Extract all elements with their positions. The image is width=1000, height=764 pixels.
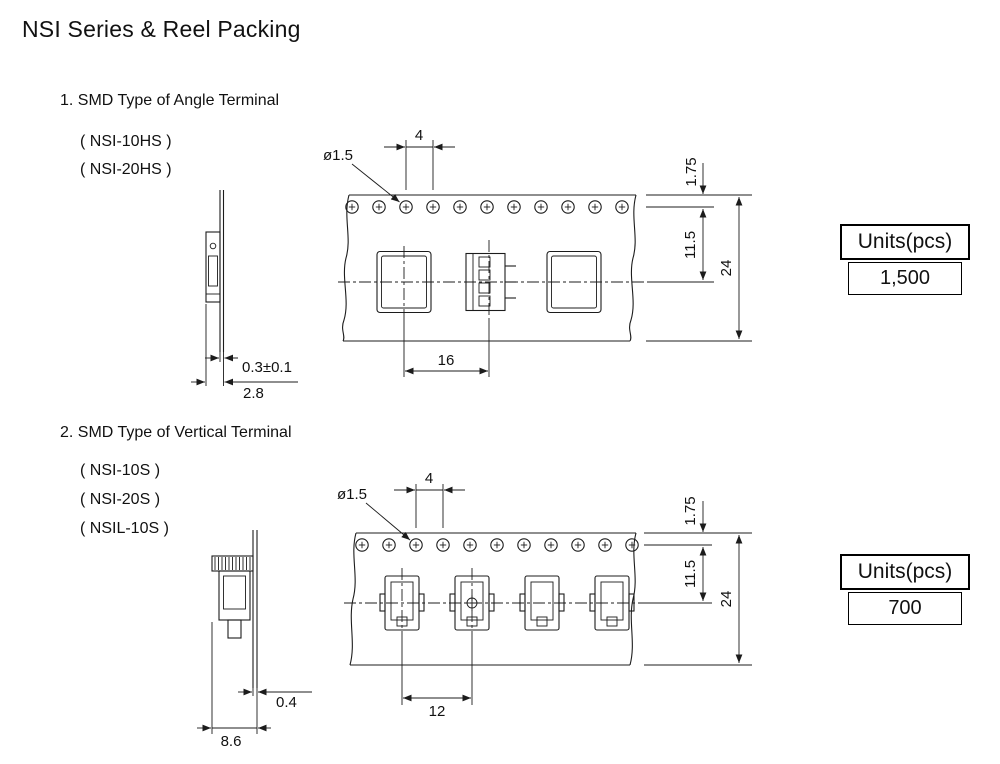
dimensions-1: 4 ø1.5 1.75 11.5 24 (191, 127, 752, 402)
dim-hole-to-center-1: 11.5 (682, 231, 699, 259)
dim-overall-thickness-1: 2.8 (243, 385, 264, 402)
section1-part-1: ( NSI-10HS ) (80, 133, 172, 150)
section2-part-3: ( NSIL-10S ) (80, 520, 169, 537)
sprocket-holes-1 (345, 200, 629, 214)
dimensions-2: 4 ø1.5 1.75 11.5 24 (197, 470, 752, 750)
pockets-1 (376, 240, 602, 318)
dim-pocket-pitch-2: 12 (429, 703, 446, 720)
sprocket-holes-2 (355, 538, 639, 552)
dim-edge-to-hole-2: 1.75 (682, 496, 699, 525)
section1-heading: 1. SMD Type of Angle Terminal (60, 92, 280, 109)
dim-hole-pitch-1: 4 (415, 127, 423, 144)
dim-tape-thickness-2: 0.4 (276, 694, 297, 711)
drawing-angle-terminal: 4 ø1.5 1.75 11.5 24 (191, 127, 752, 402)
units-label: Units(pcs) (840, 224, 970, 260)
dim-hole-diameter-2: ø1.5 (337, 486, 367, 503)
dim-hole-pitch-2: 4 (425, 470, 433, 487)
side-view-angle-terminal (205, 190, 225, 352)
section2-part-2: ( NSI-20S ) (80, 491, 161, 508)
dim-pocket-pitch-1: 16 (438, 352, 455, 369)
dim-overall-height-2: 8.6 (221, 733, 242, 750)
drawing-vertical-terminal: 4 ø1.5 1.75 11.5 24 (197, 470, 752, 750)
dim-edge-to-hole-1: 1.75 (683, 157, 700, 186)
dim-tape-thickness-1: 0.3±0.1 (242, 359, 292, 376)
units-table-vertical: Units(pcs) 700 (840, 554, 970, 625)
units-table-angle: Units(pcs) 1,500 (840, 224, 970, 295)
section2-heading: 2. SMD Type of Vertical Terminal (60, 424, 292, 441)
units-label: Units(pcs) (840, 554, 970, 590)
section1-part-2: ( NSI-20HS ) (80, 161, 172, 178)
units-value: 1,500 (848, 262, 962, 295)
dim-hole-diameter-1: ø1.5 (323, 147, 353, 164)
component-angle-terminal (465, 252, 516, 312)
units-value: 700 (848, 592, 962, 625)
components-vertical-terminal (379, 568, 635, 640)
side-view-vertical-terminal (211, 530, 258, 688)
dim-tape-width-2: 24 (718, 591, 735, 608)
dim-tape-width-1: 24 (718, 260, 735, 277)
section2-part-1: ( NSI-10S ) (80, 462, 161, 479)
page-title: NSI Series & Reel Packing (22, 16, 301, 42)
dim-hole-to-center-2: 11.5 (682, 560, 699, 588)
